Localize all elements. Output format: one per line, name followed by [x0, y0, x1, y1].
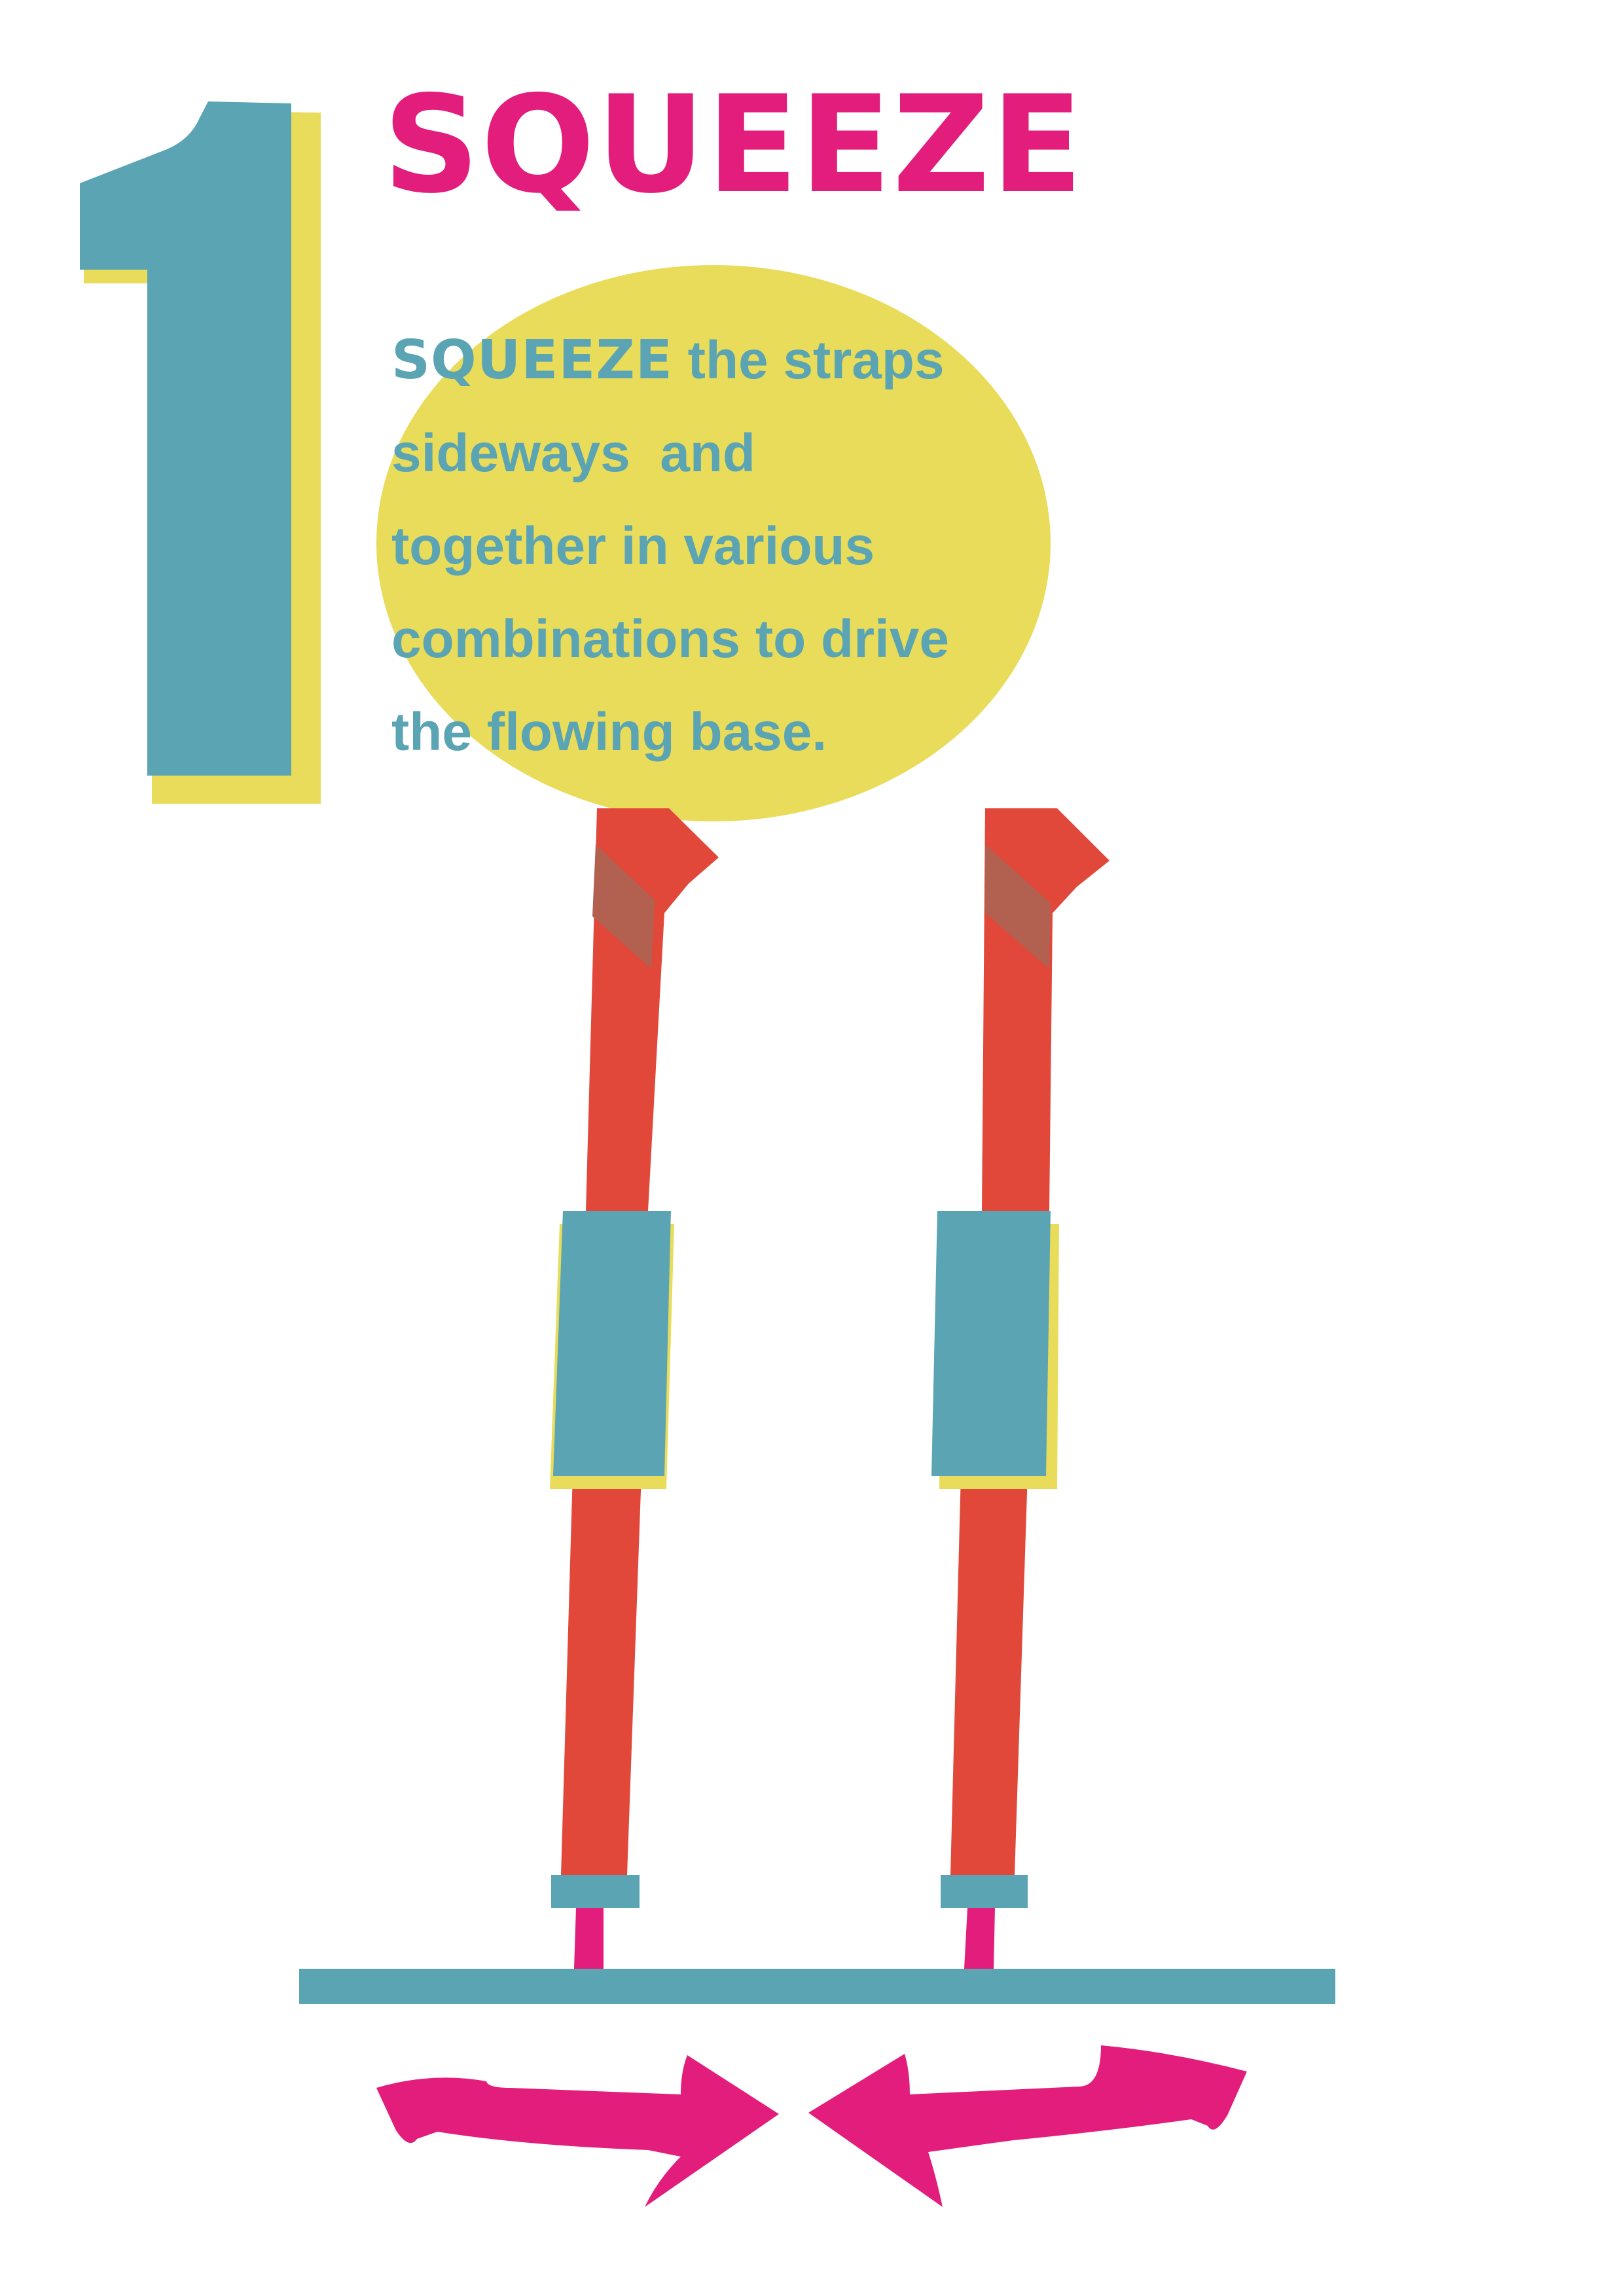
instruction-line-1: the straps	[687, 331, 945, 390]
right-strap-grip	[931, 1211, 1051, 1476]
instruction-line-2: sideways and	[391, 423, 756, 483]
instruction-line-5: the flowing base.	[391, 702, 827, 762]
right-double-arrow	[808, 2045, 1247, 2207]
speech-bubble	[376, 265, 1051, 821]
step-number-1	[80, 101, 321, 804]
left-strap-collar	[551, 1875, 640, 1908]
step-title: SQUEEZE	[383, 67, 1085, 223]
instruction-text: SQUEEZE the straps sideways and together…	[391, 314, 981, 779]
instruction-line-3: together in various	[391, 516, 875, 576]
left-strap	[550, 808, 719, 1969]
left-double-arrow	[376, 2055, 779, 2207]
instruction-line-4: combinations to drive	[391, 609, 949, 669]
flowing-base	[299, 1969, 1335, 2004]
instruction-keyword: SQUEEZE	[391, 329, 673, 391]
right-strap	[931, 808, 1110, 1969]
right-strap-collar	[941, 1875, 1028, 1908]
left-strap-grip	[553, 1211, 671, 1476]
